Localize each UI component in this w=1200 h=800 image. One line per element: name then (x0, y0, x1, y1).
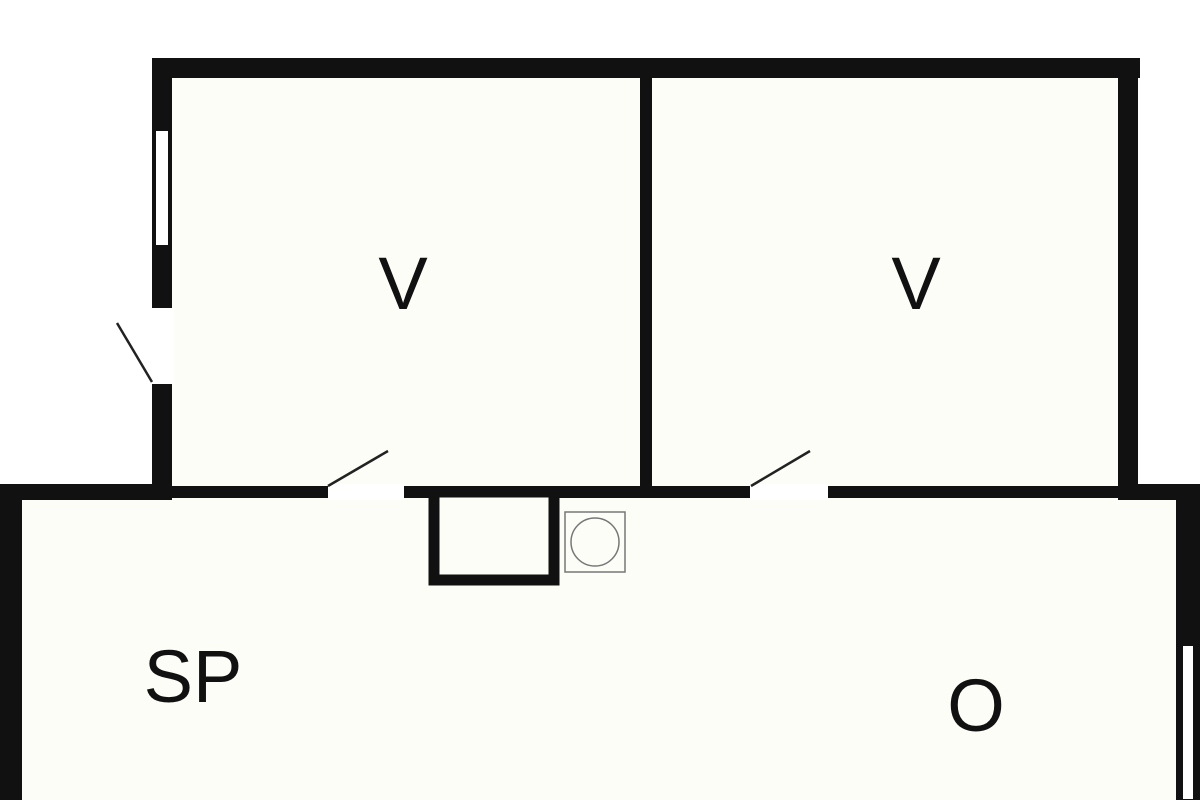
wall-middle-center (172, 486, 1118, 498)
doors (115, 308, 828, 500)
stove-outline (564, 511, 626, 573)
door-swing-exterior (115, 322, 154, 383)
window-right-wall (1181, 644, 1195, 800)
door-swing-bedroom-left (327, 449, 389, 488)
door-opening-bedroom-right (750, 484, 828, 500)
room-label-dining: SP (144, 635, 243, 718)
room-labels: V V SP O (144, 242, 1005, 747)
wall-divider (640, 78, 652, 490)
room-label-bedroom-left: V (378, 242, 428, 325)
wall-left-upper (152, 58, 172, 498)
door-opening-exterior (150, 308, 174, 384)
room-main-floor (22, 498, 1176, 800)
room-label-bedroom-right: V (891, 242, 941, 325)
stove-burner (570, 517, 620, 567)
wall-top (152, 58, 1140, 78)
wall-right-upper (1118, 58, 1138, 498)
floor-areas (22, 78, 1176, 800)
window-left-wall (154, 129, 170, 247)
wall-left-lower (0, 484, 22, 800)
room-label-living: O (947, 664, 1005, 747)
fixtures (428, 486, 626, 586)
room-bedroom-left-floor (172, 78, 640, 486)
room-bedroom-right-floor (652, 78, 1118, 486)
windows (154, 129, 1195, 800)
door-opening-bedroom-left (328, 484, 404, 500)
stove-icon (564, 511, 626, 573)
closet-niche (428, 486, 560, 586)
wall-middle-left (0, 484, 172, 500)
door-swing-bedroom-right (750, 449, 811, 488)
